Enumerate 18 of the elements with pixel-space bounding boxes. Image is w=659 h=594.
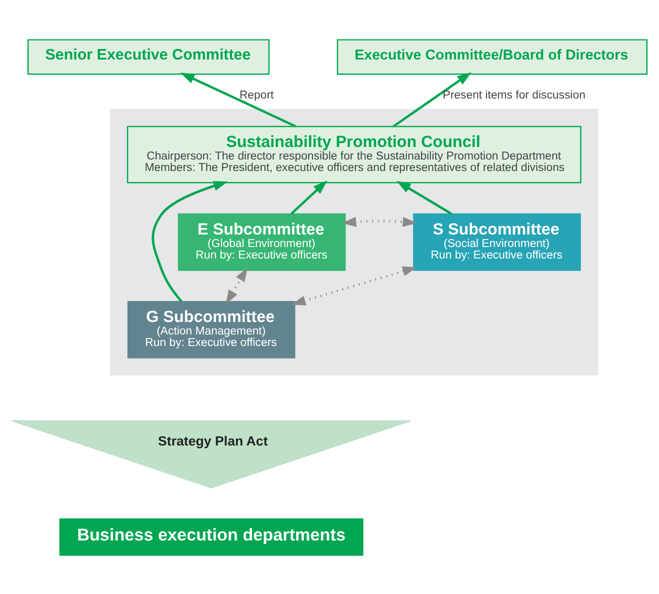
cluster bbox=[110, 108, 598, 375]
node-box: Executive Committee/Board of Directors bbox=[336, 38, 648, 74]
node-box: S Subcommittee (Social Environment) Run by: Executive officers bbox=[413, 212, 581, 270]
node-box: Business execution departments bbox=[59, 518, 364, 556]
edge-label: Report bbox=[239, 88, 274, 101]
arrow bbox=[342, 216, 418, 226]
arrow bbox=[290, 180, 328, 214]
arrow bbox=[396, 180, 452, 214]
node-box: G Subcommittee (Action Management) Run by: Executive officers bbox=[127, 300, 296, 358]
arrow bbox=[392, 72, 472, 127]
arrow bbox=[226, 266, 248, 304]
node-box: Senior Executive Committee bbox=[27, 38, 270, 74]
arrow bbox=[180, 72, 296, 127]
edge-label: Present items for discussion bbox=[442, 88, 586, 101]
node-box: E Subcommittee (Global Environment) Run by: Executive officers bbox=[178, 212, 346, 270]
node-box: Sustainability Promotion Council Chairperson: The director responsible for the Sustainability Promotion Department Members: The President, executive officers and representatives of related divisions bbox=[126, 125, 582, 183]
arrow bbox=[152, 180, 228, 302]
arrow bbox=[291, 266, 417, 305]
